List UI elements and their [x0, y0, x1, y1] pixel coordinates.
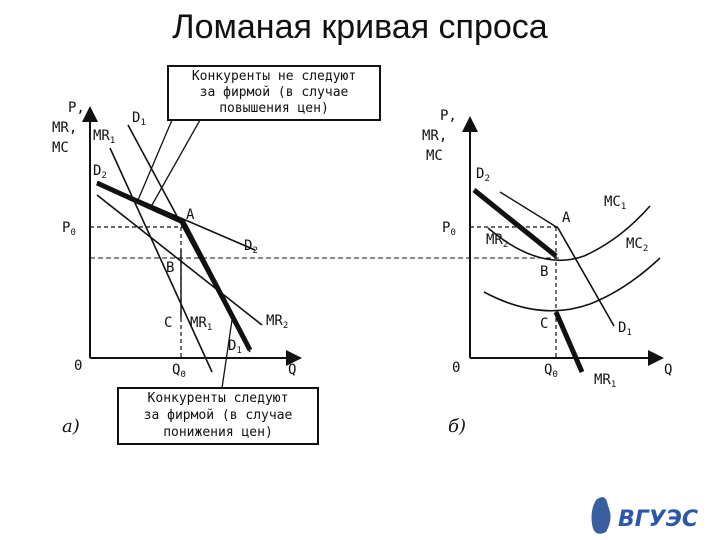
panel-b-letter: б) — [448, 416, 466, 437]
panel-a-top-callout-line-2: за фирмой (в случае — [200, 85, 349, 100]
university-logo: ВГУЭС — [591, 497, 698, 534]
panel-a-top-callout-line-3: повышения цен) — [219, 101, 329, 116]
panel-a-d2-top: D2 — [93, 163, 107, 181]
panel-a-top-callout-pointer-2 — [151, 119, 201, 206]
logo-emblem-icon — [591, 497, 611, 534]
panel-b-p0: P0 — [442, 220, 456, 238]
panel-b-mc2: MC2 — [626, 236, 648, 254]
panel-b-d2: D2 — [476, 166, 490, 184]
panel-a-xlabel: Q — [288, 362, 296, 378]
panel-b-point-b: B — [540, 264, 548, 280]
panel-a-bottom-callout-line-3: понижения цен) — [163, 425, 273, 440]
panel-b-d1: D1 — [618, 320, 632, 338]
panel-a-bottom-callout-line-1: Конкуренты следуют — [148, 391, 289, 406]
panel-a-d2-right: D2 — [244, 238, 258, 256]
panel-a-top-callout-pointer-1 — [137, 119, 173, 201]
panel-b-origin: 0 — [452, 360, 460, 376]
panel-a-bottom-callout-line-2: за фирмой (в случае — [144, 408, 293, 423]
panel-a-ylabel-1: P, — [68, 100, 85, 116]
panel-a-d1-bottom: D1 — [228, 338, 242, 356]
panel-a-mr1-mid: MR1 — [190, 315, 212, 333]
panel-a-point-b: B — [166, 260, 174, 276]
panel-a-ylabel-3: MC — [52, 140, 69, 156]
panel-a-mr2: MR2 — [266, 313, 288, 331]
panel-b-ylabel-3: MC — [426, 148, 443, 164]
panel-a-kinked-demand — [95, 180, 253, 352]
panel-b: P, MR, MC Q 0 D2 A B C MR2 MC1 MC2 D1 MR… — [422, 108, 672, 437]
panel-b-point-c: C — [540, 316, 548, 332]
panel-a: P, MR, MC Q 0 A B C P0 Q0 D1 MR1 D2 D2 M… — [52, 65, 381, 445]
panel-a-origin: 0 — [74, 358, 82, 374]
panel-a-top-callout-line-1: Конкуренты не следуют — [192, 69, 356, 84]
panel-b-q0: Q0 — [544, 362, 558, 380]
panel-b-d2-thin — [499, 191, 559, 229]
panel-b-mr1-thick — [553, 311, 585, 373]
panel-a-mr2-line — [96, 194, 263, 326]
panel-a-ylabel-2: MR, — [52, 120, 77, 136]
panel-a-p0: P0 — [62, 220, 76, 238]
panel-a-mr1-line — [109, 147, 213, 373]
panel-a-top-callout-box — [167, 65, 381, 121]
panel-a-q0: Q0 — [172, 362, 186, 380]
panel-a-point-a: A — [186, 207, 195, 223]
slide-title: Ломаная кривая спроса — [172, 8, 548, 46]
panel-b-mc1: MC1 — [604, 194, 626, 212]
logo-text: ВГУЭС — [618, 507, 698, 532]
panel-b-mc2-curve — [483, 257, 661, 312]
panel-a-letter: а) — [62, 416, 80, 437]
panel-a-d1-top: D1 — [132, 110, 146, 128]
panel-b-ylabel-2: MR, — [422, 128, 447, 144]
panel-b-mr2: MR2 — [486, 232, 508, 250]
panel-b-xlabel: Q — [664, 362, 672, 378]
panel-a-bottom-callout-pointer — [221, 319, 233, 389]
panel-b-d2-thick — [472, 188, 558, 258]
panel-b-point-a: A — [562, 210, 571, 226]
panel-b-ylabel-1: P, — [440, 108, 457, 124]
panel-b-mr1: MR1 — [594, 372, 616, 390]
panel-a-point-c: C — [164, 315, 172, 331]
panel-a-bottom-callout-box — [117, 387, 319, 445]
panel-b-mc1-curve — [487, 205, 651, 262]
panel-b-d1-line — [557, 227, 615, 327]
panel-a-mr1-top: MR1 — [93, 128, 115, 146]
